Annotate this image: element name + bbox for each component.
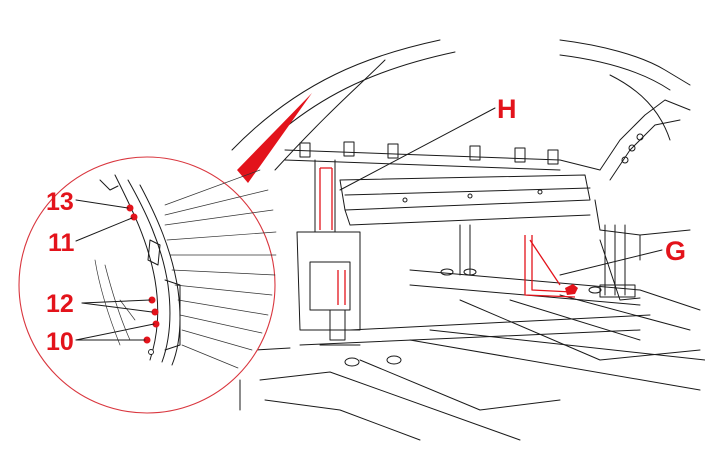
inset-leaders xyxy=(75,199,155,341)
detail-inset xyxy=(18,156,277,414)
callout-h: H xyxy=(497,94,517,124)
callout-g: G xyxy=(665,236,686,266)
highlight-part-g xyxy=(524,235,578,298)
upper-rail-tabs xyxy=(299,141,559,165)
callout-leaders xyxy=(339,107,663,276)
callout-labels: H G 13 11 12 10 xyxy=(46,94,686,356)
callout-13: 13 xyxy=(46,188,74,216)
callout-10: 10 xyxy=(46,328,74,356)
callout-12: 12 xyxy=(46,290,74,318)
inset-bolts xyxy=(126,204,160,355)
detail-pointer-wedge xyxy=(237,93,312,183)
callout-11: 11 xyxy=(48,229,75,257)
vehicle-body-lineart xyxy=(231,39,705,441)
inset-lineart xyxy=(94,169,277,369)
highlight-part-h xyxy=(319,167,346,305)
